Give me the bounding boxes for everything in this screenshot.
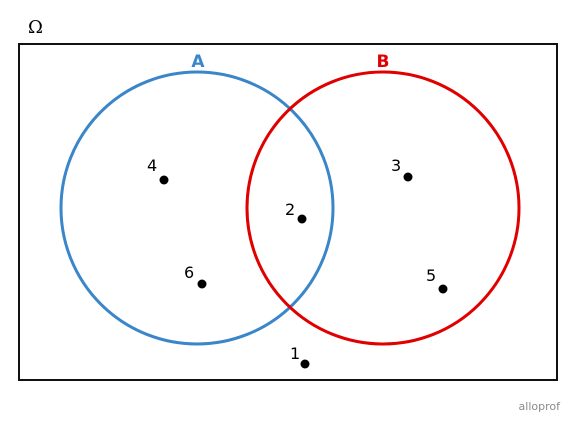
element-label-6: 6 bbox=[184, 263, 194, 282]
element-point-1 bbox=[300, 359, 310, 369]
element-label-3: 3 bbox=[391, 156, 401, 175]
element-point-2 bbox=[297, 214, 307, 224]
element-point-6 bbox=[197, 279, 207, 289]
set-b-label: B bbox=[377, 52, 390, 72]
element-label-5: 5 bbox=[426, 266, 436, 285]
element-point-4 bbox=[159, 175, 169, 185]
set-a-circle bbox=[59, 70, 335, 346]
alloprof-watermark: alloprof bbox=[519, 400, 562, 413]
element-point-5 bbox=[438, 284, 448, 294]
set-a-label: A bbox=[191, 52, 205, 72]
universe-symbol: Ω bbox=[28, 17, 43, 38]
element-point-3 bbox=[403, 172, 413, 182]
element-label-4: 4 bbox=[147, 156, 157, 175]
universe-rectangle bbox=[18, 43, 558, 381]
element-label-2: 2 bbox=[285, 200, 295, 219]
element-label-1: 1 bbox=[290, 344, 300, 363]
set-b-circle bbox=[245, 70, 521, 346]
